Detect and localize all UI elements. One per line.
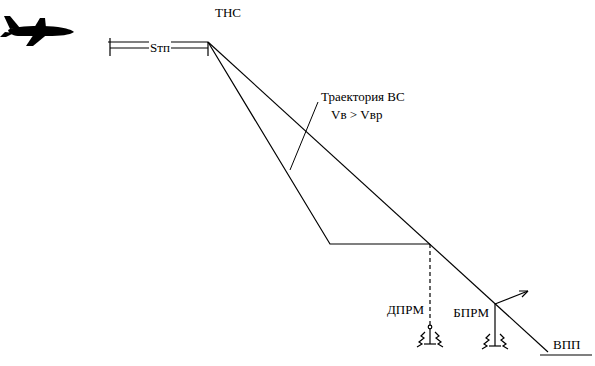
point-label: ТНС — [214, 6, 242, 20]
marker-projection — [429, 244, 430, 326]
beacon-symbol — [482, 328, 508, 349]
marker-projection — [494, 304, 495, 328]
point-label: ВПП — [552, 338, 581, 352]
beacon-symbol — [417, 325, 443, 347]
point-label: ДПРМ — [386, 303, 425, 317]
arrow-head — [519, 291, 528, 297]
glide-path — [208, 42, 548, 352]
point-label: БПРМ — [452, 306, 490, 320]
leader-line — [290, 102, 318, 170]
aircraft-trajectory — [208, 42, 430, 244]
runway-line — [540, 354, 592, 355]
missed-approach-arrow — [495, 291, 528, 304]
dimension-tick — [207, 42, 208, 56]
trajectory-label: Траектория ВС — [320, 90, 406, 104]
dimension-label: Sтп — [149, 41, 171, 55]
trajectory-label: Vв > Vвр — [330, 108, 383, 122]
aircraft — [0, 16, 74, 46]
dimension-tick — [109, 38, 110, 56]
